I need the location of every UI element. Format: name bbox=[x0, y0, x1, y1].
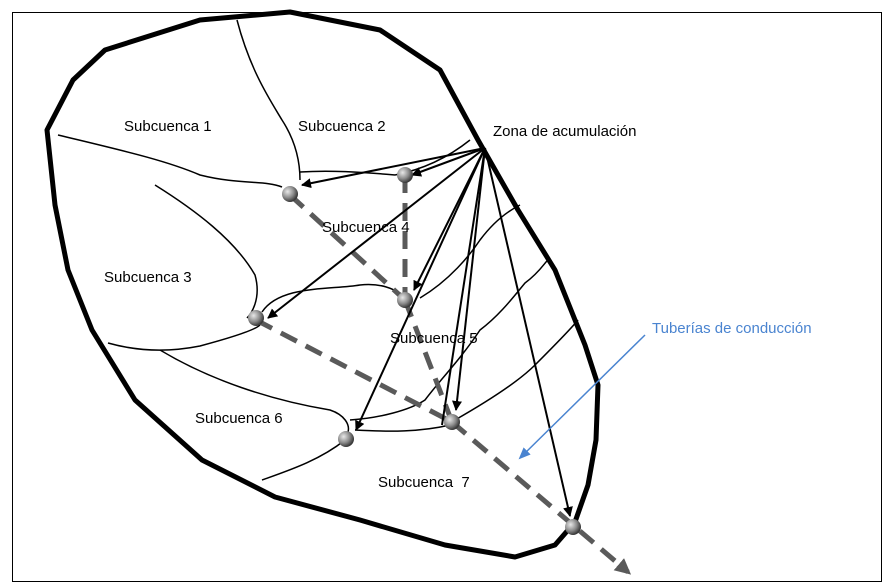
label-subcuenca-3: Subcuenca 3 bbox=[104, 269, 192, 286]
flow-arrows bbox=[267, 147, 573, 517]
node-2 bbox=[397, 167, 413, 183]
conduction-pipes bbox=[254, 175, 632, 575]
watershed-boundary bbox=[44, 9, 601, 560]
pipe-c bbox=[402, 299, 455, 423]
arrow-to-outlet bbox=[484, 147, 573, 517]
node-5 bbox=[444, 414, 460, 430]
label-zona-acumulacion: Zona de acumulación bbox=[493, 123, 636, 140]
collection-nodes bbox=[248, 167, 581, 535]
label-tuberias-conduccion: Tuberías de conducción bbox=[652, 320, 812, 337]
arrow-to-node-3 bbox=[267, 147, 486, 319]
pipe-main bbox=[450, 420, 632, 575]
node-6 bbox=[338, 431, 354, 447]
node-3 bbox=[248, 310, 264, 326]
pipe-d bbox=[254, 317, 454, 425]
pipe-a bbox=[288, 193, 407, 302]
node-4 bbox=[397, 292, 413, 308]
callout-arrow bbox=[518, 334, 646, 460]
arrow-to-node-5b bbox=[441, 147, 486, 426]
node-outlet bbox=[565, 519, 581, 535]
label-subcuenca-1: Subcuenca 1 bbox=[124, 118, 212, 135]
label-subcuenca-5: Subcuenca 5 bbox=[390, 330, 478, 347]
arrow-to-node-6 bbox=[355, 147, 486, 431]
diagram-frame bbox=[12, 12, 882, 582]
label-subcuenca-6: Subcuenca 6 bbox=[195, 410, 283, 427]
node-1 bbox=[282, 186, 298, 202]
label-subcuenca-2: Subcuenca 2 bbox=[298, 118, 386, 135]
arrow-to-node-5 bbox=[452, 147, 486, 411]
arrow-to-node-1 bbox=[301, 147, 486, 189]
label-subcuenca-4: Subcuenca 4 bbox=[322, 219, 410, 236]
label-subcuenca-7: Subcuenca 7 bbox=[378, 474, 470, 491]
subbasin-dividers bbox=[57, 19, 579, 481]
arrow-to-node-2 bbox=[411, 147, 486, 177]
